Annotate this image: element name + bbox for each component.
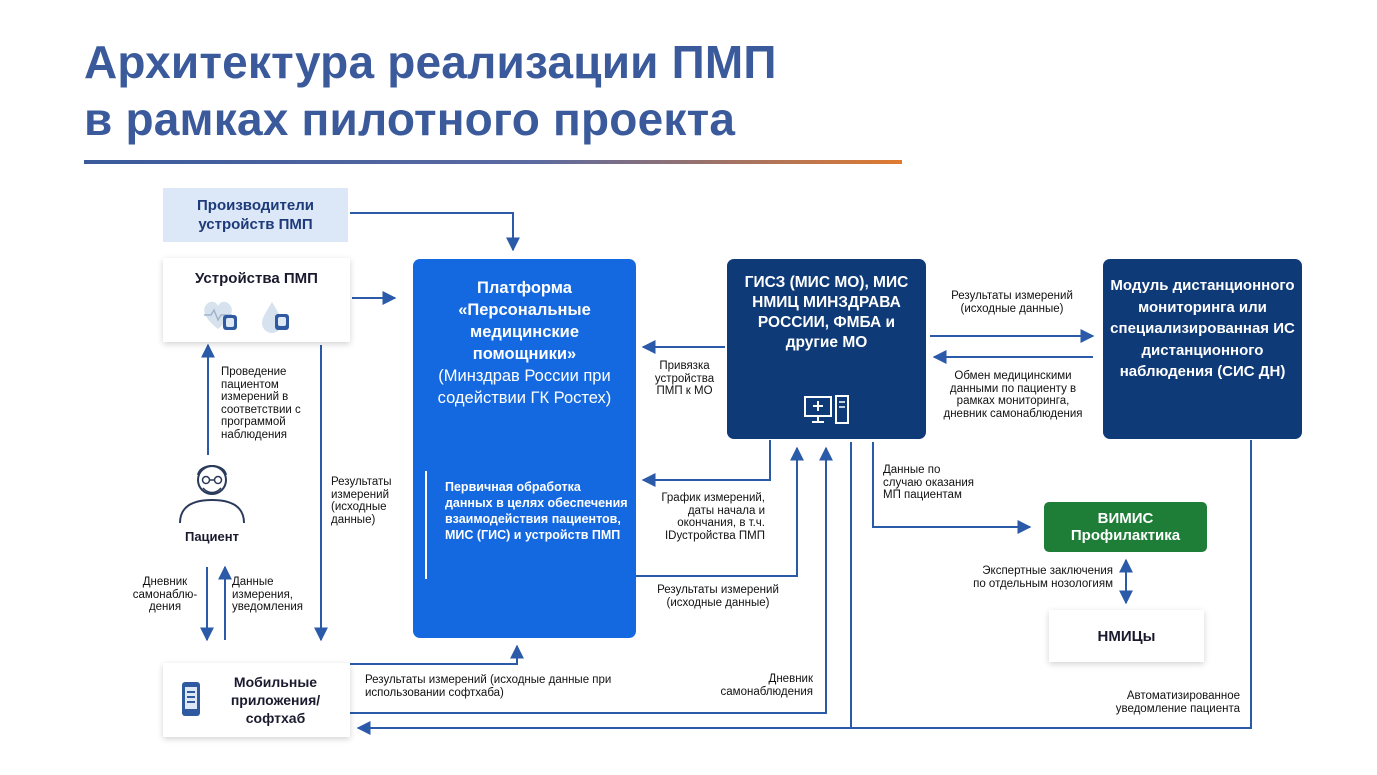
label-data-case: Данные по случаю оказания МП пациентам [883,464,975,501]
label-conducting: Проведение пациентом измерений в соответ… [221,366,301,441]
devices-box: Устройства ПМП [163,258,350,342]
label-results-top: Результаты измерений (исходные данные) [951,290,1073,315]
label-auto-notif: Автоматизированное уведомление пациента [1115,690,1240,715]
devices-icons [204,301,289,333]
producers-label: Производители устройств ПМП [197,197,314,233]
label-exchange: Обмен медицинскими данными по пациенту в… [943,370,1083,420]
nmic-label: НМИЦы [1097,627,1156,645]
gisz-label: ГИСЗ (МИС МО), МИС НМИЦ МИНЗДРАВА РОССИИ… [744,274,909,351]
producers-box: Производители устройств ПМП [163,188,348,242]
arrow-diary-bottom [350,446,833,714]
page-title: Архитектура реализации ПМП в рамках пило… [84,34,777,148]
mobile-label: Мобильные приложения/ софтхаб [230,674,321,726]
title-line-2: в рамках пилотного проекта [84,93,736,145]
platform-box: Платформа «Персональные медицинские помо… [413,259,636,638]
platform-title: Платформа «Персональные медицинские помо… [458,279,591,363]
label-diary-bottom: Дневник самонаблюдения [720,673,813,698]
vimis-label: ВИМИС Профилактика [1070,510,1181,544]
arrow-schedule [641,440,771,487]
arrow-results-bottom [350,644,524,665]
label-results-mid: Результаты измерений (исходные данные) [657,584,779,609]
label-data-notif: Данные измерения, уведомления [232,576,303,613]
nmic-box: НМИЦы [1049,610,1204,662]
label-results-left: Результаты измерений (исходные данные) [331,476,392,526]
computer-icon [804,395,849,424]
label-schedule: График измерений, даты начала и окончани… [661,492,765,542]
arrow-registration [350,212,520,252]
title-line-1: Архитектура реализации ПМП [84,36,777,88]
platform-subtitle: (Минздрав России при содействии ГК Росте… [437,367,612,407]
label-diary-left: Дневник самонаблю-дения [132,576,198,613]
phone-icon [182,682,200,716]
patient-label: Пациент [184,529,239,544]
label-binding: Привязка устройства ПМП к МО [654,360,715,397]
platform-inner-bar [425,471,427,579]
devices-label: Устройства ПМП [195,270,318,287]
vimis-box: ВИМИС Профилактика [1044,502,1207,552]
platform-inner-text: Первичная обработка данных в целях обесп… [445,480,628,542]
patient-icon [179,465,245,524]
module-box: Модуль дистанционного мониторинга или сп… [1103,259,1302,439]
glucometer-icon [262,302,289,333]
label-results-bottom: Результаты измерений (исходные данные пр… [365,674,612,699]
arrow-auto-notif [356,440,1252,735]
mobile-box: Мобильные приложения/ софтхаб [163,663,350,737]
title-underline [84,160,902,164]
arrow-results-mid [636,446,804,577]
heart-monitor-icon [204,301,237,330]
label-expert: Экспертные заключения по отдельным нозол… [973,565,1113,590]
gisz-box: ГИСЗ (МИС МО), МИС НМИЦ МИНЗДРАВА РОССИИ… [727,259,926,439]
module-label: Модуль дистанционного мониторинга или сп… [1110,277,1295,380]
arrow-data-case [872,442,1032,534]
patient-node: Пациент [172,455,252,565]
